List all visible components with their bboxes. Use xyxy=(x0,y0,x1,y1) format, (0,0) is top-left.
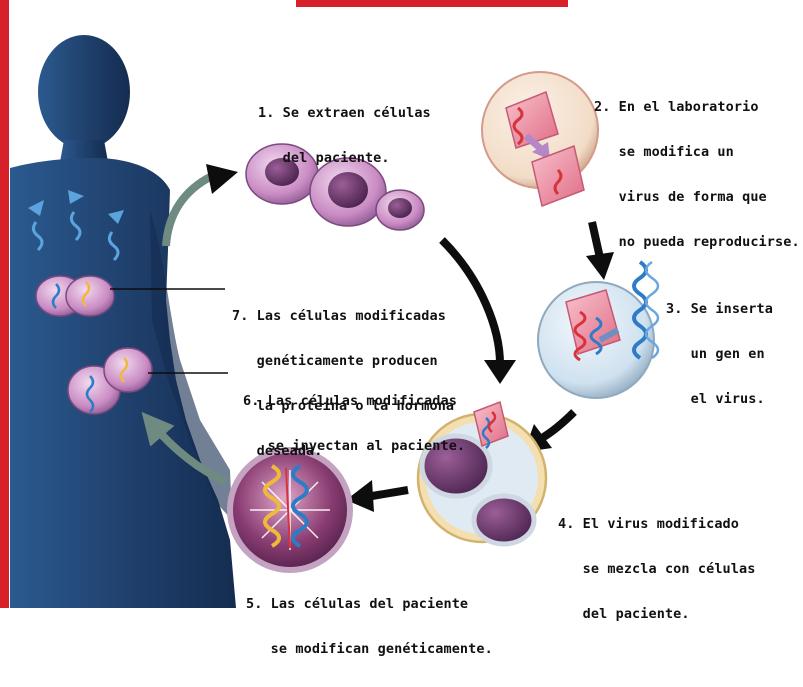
lab-virus-bubble xyxy=(482,72,598,206)
step-2-label: 2. En el laboratorio se modifica un viru… xyxy=(594,70,800,280)
step-5-label: 5. Las células del paciente se modifican… xyxy=(246,567,493,687)
cells-to-mix-arrowhead xyxy=(484,360,516,384)
frame-left-bar xyxy=(0,0,9,608)
step-7-label: 7. Las células modificadas genéticamente… xyxy=(232,279,454,489)
extract-arrowhead xyxy=(206,164,238,194)
step-4-label: 4. El virus modificado se mezcla con cél… xyxy=(558,487,755,652)
step-1-label: 1. Se extraen células del paciente. xyxy=(258,76,431,196)
extract-arrow xyxy=(166,176,212,246)
body-cells-producing xyxy=(36,276,114,316)
gene-therapy-diagram: 1. Se extraen células del paciente. 2. E… xyxy=(0,0,803,608)
frame-top-bar xyxy=(296,0,568,7)
patient-silhouette xyxy=(10,35,236,608)
gene-insert-bubble xyxy=(538,262,658,398)
step-3-label: 3. Se inserta un gen en el virus. xyxy=(666,272,773,437)
